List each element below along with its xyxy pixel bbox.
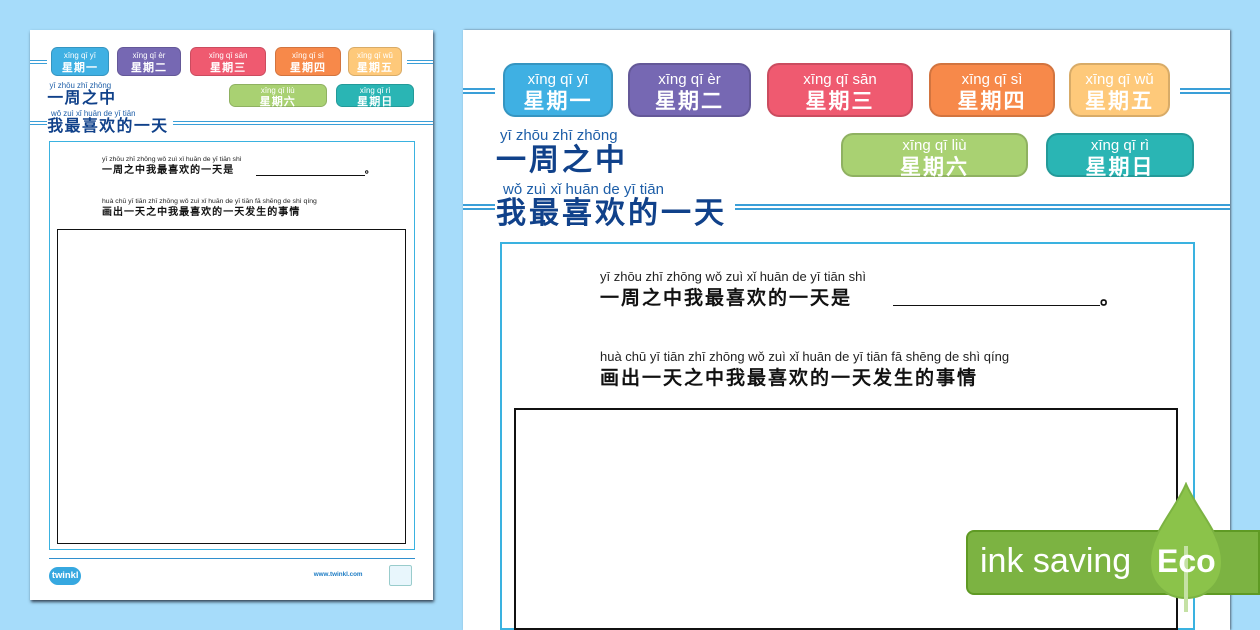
drawing-box[interactable] <box>514 408 1178 630</box>
divider <box>1180 88 1230 94</box>
page-title: 一周之中 <box>496 143 628 178</box>
day-label: 星期一 <box>61 60 99 74</box>
divider <box>172 121 434 125</box>
question2-text: 画出一天之中我最喜欢的一天发生的事情 <box>101 207 301 219</box>
day-label: 星期二 <box>655 88 724 114</box>
day-pinyin: xīng qī wǔ <box>1085 71 1154 88</box>
footer-url: www.twinkl.com <box>313 571 363 579</box>
day-pinyin: xīng qī liù <box>902 137 967 154</box>
divider <box>735 204 1230 210</box>
answer-line[interactable] <box>255 174 365 176</box>
day-pinyin: xīng qī sì <box>291 51 324 61</box>
page-subtitle: 我最喜欢的一天 <box>496 196 727 231</box>
divider <box>463 88 495 94</box>
day-label: 星期日 <box>357 95 394 109</box>
day-label: 星期一 <box>523 88 593 114</box>
question2-pinyin: huà chū yī tiān zhī zhōng wǒ zuì xǐ huān… <box>101 198 317 206</box>
day-pinyin: xīng qī rì <box>359 86 391 96</box>
day-pinyin: xīng qī wǔ <box>357 51 393 61</box>
day-pinyin: xīng qī sān <box>208 51 248 61</box>
activity-box <box>49 141 415 551</box>
divider <box>30 121 47 125</box>
leaf-icon <box>1148 482 1224 612</box>
twinkl-logo: twinkl <box>49 567 81 585</box>
question1-text: 一周之中我最喜欢的一天是 <box>600 287 853 309</box>
title-pinyin: yī zhōu zhī zhōng <box>49 80 112 90</box>
footer-line <box>49 558 415 560</box>
day-pinyin: xīng qī liù <box>260 86 295 96</box>
question1-pinyin: yī zhōu zhī zhōng wǒ zuì xǐ huān de yī t… <box>600 269 866 284</box>
day-pinyin: xīng qī yī <box>63 51 96 61</box>
subtitle-pinyin: wǒ zuì xǐ huān de yī tiān <box>503 181 664 198</box>
divider <box>30 60 47 64</box>
answer-line[interactable] <box>893 305 1100 307</box>
title-pinyin: yī zhōu zhī zhōng <box>500 127 618 144</box>
ink-saving-label: ink saving <box>980 542 1132 580</box>
divider <box>463 204 495 210</box>
question1-text: 一周之中我最喜欢的一天是 <box>101 165 235 177</box>
day-pinyin: xīng qī sān <box>803 71 877 88</box>
question2-pinyin: huà chū yī tiān zhī zhōng wǒ zuì xǐ huān… <box>600 349 1010 364</box>
day-pinyin: xīng qī èr <box>132 51 166 61</box>
drawing-box[interactable] <box>56 228 406 544</box>
day-pinyin: xīng qī èr <box>658 71 721 88</box>
day-label: 星期五 <box>356 60 394 74</box>
day-label: 星期六 <box>900 154 969 180</box>
day-label: 星期三 <box>805 88 875 114</box>
subtitle-pinyin: wǒ zuì xǐ huān de yī tiān <box>51 109 136 119</box>
eco-label: Eco <box>1157 543 1216 579</box>
question2-text: 画出一天之中我最喜欢的一天发生的事情 <box>600 367 979 389</box>
divider <box>406 60 434 64</box>
question1-pinyin: yī zhōu zhī zhōng wǒ zuì xǐ huān de yī t… <box>101 156 242 164</box>
full-stop: 。 <box>364 165 376 177</box>
badge-icon <box>388 564 413 586</box>
day-pinyin: xīng qī yī <box>527 71 589 88</box>
full-stop: 。 <box>1100 287 1122 309</box>
day-label: 星期四 <box>957 88 1027 114</box>
day-label: 星期三 <box>210 60 247 74</box>
day-label: 星期二 <box>130 60 168 74</box>
day-label: 星期四 <box>289 60 327 74</box>
day-pinyin: xīng qī rì <box>1090 137 1150 154</box>
day-label: 星期五 <box>1085 88 1154 114</box>
day-label: 星期日 <box>1085 154 1155 180</box>
page-title: 一周之中 <box>47 88 117 108</box>
page-subtitle: 我最喜欢的一天 <box>47 116 169 136</box>
day-pinyin: xīng qī sì <box>961 71 1023 88</box>
day-label: 星期六 <box>259 95 296 109</box>
